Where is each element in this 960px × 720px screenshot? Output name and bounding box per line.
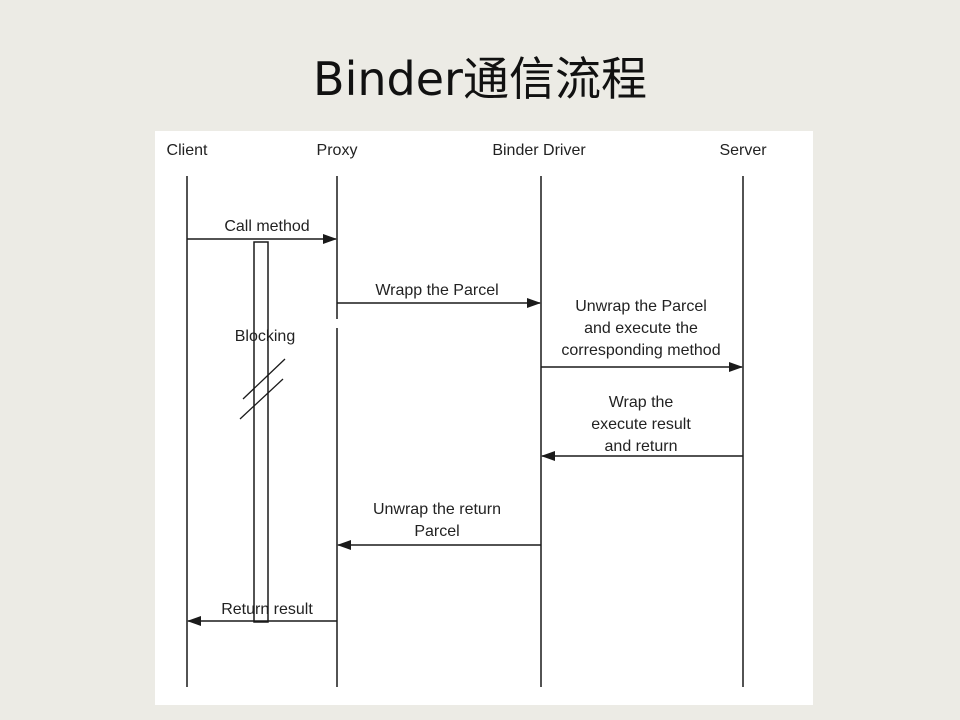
unwrap-return-label-line: Parcel <box>414 523 459 540</box>
wrapp-parcel-label: Wrapp the Parcel <box>375 282 498 299</box>
participant-driver-label: Binder Driver <box>492 142 586 159</box>
blocking-break-mark <box>239 378 284 420</box>
wrap-result-label-line: Wrap the <box>609 394 674 411</box>
unwrap-parcel-label-line: Unwrap the Parcel <box>575 298 707 315</box>
wrap-result-label-line: and return <box>605 438 678 455</box>
sequence-diagram: Client Proxy Binder Driver Server Call m… <box>155 131 813 705</box>
participant-proxy-label: Proxy <box>317 142 358 159</box>
sequence-diagram-canvas: Client Proxy Binder Driver Server Call m… <box>167 142 767 687</box>
return-result-label: Return result <box>221 601 313 618</box>
call-method-label: Call method <box>224 218 309 235</box>
participant-client-label: Client <box>167 142 208 159</box>
unwrap-return-label-line: Unwrap the return <box>373 501 501 518</box>
unwrap-parcel-label-line: corresponding method <box>561 342 720 359</box>
slide-title: Binder通信流程 <box>313 52 647 106</box>
participant-server-label: Server <box>719 142 767 159</box>
blocking-label: Blocking <box>235 328 295 345</box>
blocking-break-mark <box>242 358 286 400</box>
unwrap-parcel-label-line: and execute the <box>584 320 698 337</box>
wrap-result-label-line: execute result <box>591 416 691 433</box>
client-activation-bar <box>253 241 269 623</box>
